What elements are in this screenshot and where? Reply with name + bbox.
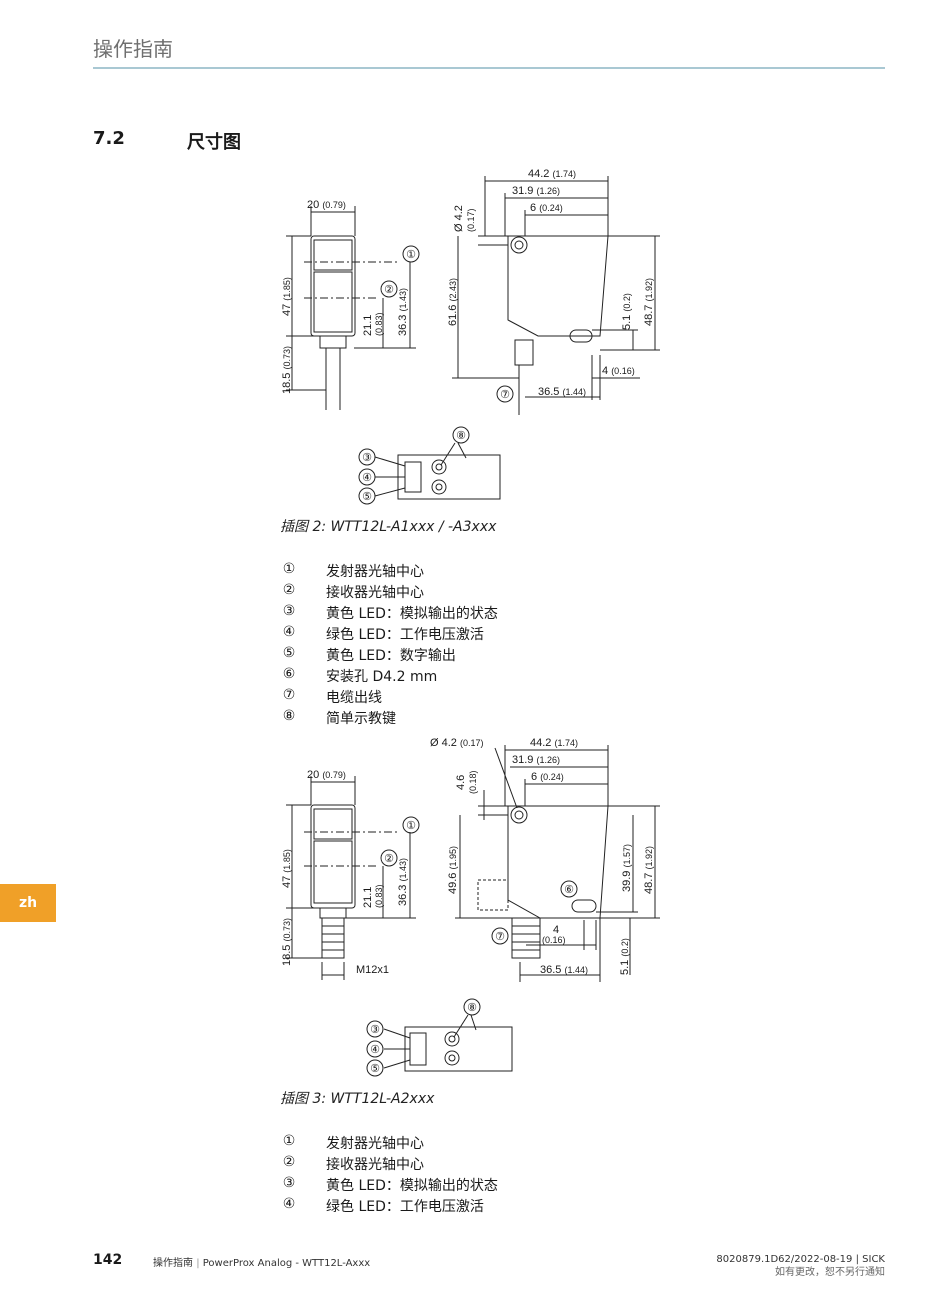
- dim-4-6: 4.6: [455, 775, 467, 790]
- dim-hole-in: (0.17): [466, 208, 476, 232]
- dim-18-5: 18.5 (0.73): [281, 346, 293, 394]
- marker-8: ⑧: [467, 1002, 477, 1014]
- dim-width: 20 (0.79): [307, 769, 346, 781]
- dim-6: 6 (0.24): [531, 771, 564, 783]
- dim-4: 4: [553, 924, 559, 936]
- marker-3: ③: [362, 452, 372, 464]
- page-header-title: 操作指南: [93, 37, 173, 61]
- marker-1: ①: [406, 820, 416, 832]
- marker-8: ⑧: [456, 430, 466, 442]
- header-divider: [93, 67, 885, 69]
- dim-overall-length: 44.2 (1.74): [530, 737, 578, 749]
- dim-36-5: 36.5 (1.44): [538, 386, 586, 398]
- page-number: 142: [93, 1252, 123, 1268]
- figure-3-caption: 插图 3: WTT12L-A2xxx: [280, 1091, 435, 1107]
- dim-21-1: 21.1: [362, 315, 374, 336]
- dim-4: 4 (0.16): [602, 365, 635, 377]
- dim-61-6: 61.6 (2.43): [447, 278, 459, 326]
- dim-47: 47 (1.85): [281, 277, 293, 316]
- dim-21-1: 21.1: [362, 887, 374, 908]
- dim-48-7: 48.7 (1.92): [643, 846, 655, 894]
- dim-4-6-in: (0.18): [468, 770, 478, 794]
- language-tab: zh: [0, 884, 56, 922]
- dim-49-6: 49.6 (1.95): [447, 846, 459, 894]
- marker-3: ③: [370, 1024, 380, 1036]
- dim-width: 20 (0.79): [307, 199, 346, 211]
- dim-21-1-in: (0.83): [374, 312, 384, 336]
- dim-36-3: 36.3 (1.43): [397, 858, 409, 906]
- marker-4: ④: [370, 1044, 380, 1056]
- dim-hole: Ø 4.2: [453, 205, 465, 232]
- dim-47: 47 (1.85): [281, 849, 293, 888]
- dim-31-9: 31.9 (1.26): [512, 185, 560, 197]
- dim-6: 6 (0.24): [530, 202, 563, 214]
- marker-2: ②: [384, 853, 394, 865]
- dim-4-in: (0.16): [542, 935, 566, 945]
- dim-21-1-in: (0.83): [374, 884, 384, 908]
- marker-6: ⑥: [564, 884, 574, 896]
- marker-7: ⑦: [500, 389, 510, 401]
- section-number: 7.2: [93, 128, 125, 149]
- dim-36-3: 36.3 (1.43): [397, 288, 409, 336]
- marker-5: ⑤: [370, 1063, 380, 1075]
- marker-4: ④: [362, 472, 372, 484]
- dim-5-1: 5.1 (0.2): [619, 938, 631, 975]
- marker-1: ①: [406, 249, 416, 261]
- section-title: 尺寸图: [187, 132, 241, 153]
- dim-5-1: 5.1 (0.2): [621, 293, 633, 330]
- footer-document-title: 操作指南 | PowerProx Analog - WTT12L-Axxx: [153, 1258, 371, 1269]
- dim-39-9: 39.9 (1.57): [621, 844, 633, 892]
- marker-5: ⑤: [362, 491, 372, 503]
- dim-18-5: 18.5 (0.73): [281, 918, 293, 966]
- marker-7: ⑦: [495, 931, 505, 943]
- dim-48-7: 48.7 (1.92): [643, 278, 655, 326]
- footer-document-info: 8020879.1D62/2022-08-19 | SICK 如有更改，恕不另行…: [716, 1254, 885, 1278]
- figure-2-caption: 插图 2: WTT12L-A1xxx / -A3xxx: [280, 519, 497, 535]
- dim-overall-length: 44.2 (1.74): [528, 168, 576, 180]
- dim-hole: Ø 4.2 (0.17): [430, 737, 483, 749]
- dim-31-9: 31.9 (1.26): [512, 754, 560, 766]
- dim-thread: M12x1: [356, 964, 389, 976]
- marker-2: ②: [384, 284, 394, 296]
- dim-36-5: 36.5 (1.44): [540, 964, 588, 976]
